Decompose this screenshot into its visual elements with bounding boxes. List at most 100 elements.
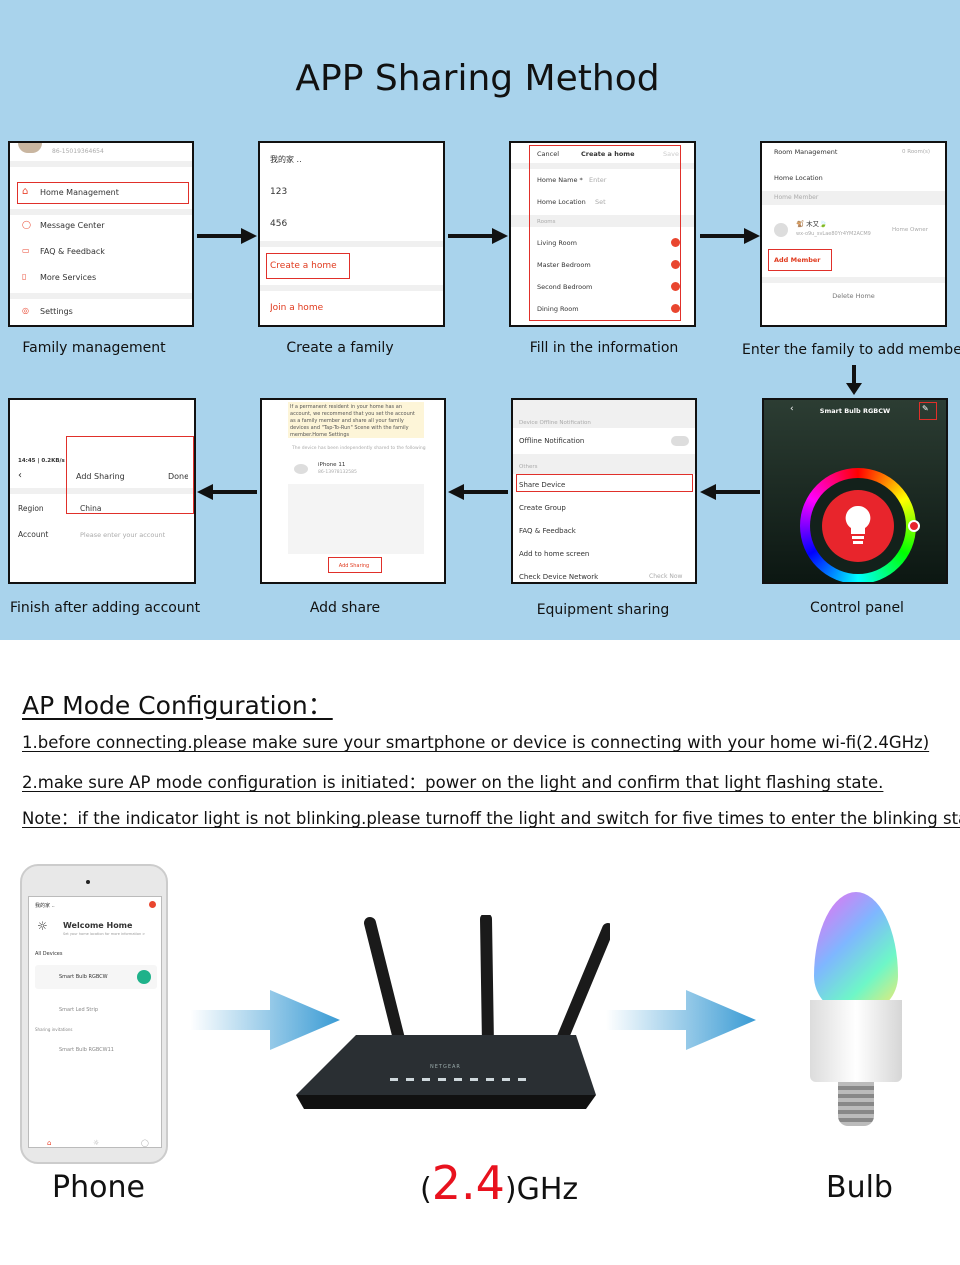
arrow-right-icon [448, 228, 508, 244]
add-icon[interactable] [149, 901, 156, 908]
check-network-item[interactable]: Check Device Network [519, 573, 599, 581]
color-picker-handle[interactable] [908, 520, 920, 532]
rooms-label: Rooms [537, 219, 556, 225]
room-item[interactable]: Master Bedroom [537, 261, 591, 269]
check-icon[interactable] [671, 304, 680, 313]
device-item[interactable]: Smart Bulb RGBCW11 [59, 1047, 114, 1053]
arrow-left-icon [197, 484, 257, 500]
add-sharing-button[interactable]: Add Sharing [338, 563, 370, 569]
member-name: 🐒 木又🍃 [796, 220, 828, 228]
room-management[interactable]: Room Management [774, 148, 838, 156]
screen-equipment-sharing: Device Offline Notification Offline Noti… [511, 398, 697, 584]
save-button[interactable]: Save [663, 150, 679, 158]
ap-instruction-2: 2.make sure AP mode configuration is ini… [22, 773, 884, 792]
signal-arrow-icon [190, 990, 340, 1050]
highlight-box [529, 145, 681, 321]
cancel-button[interactable]: Cancel [537, 150, 560, 158]
home-name[interactable]: 我的家 .. [270, 155, 302, 164]
user-id: 86-13978132585 [318, 470, 357, 475]
device-item[interactable]: Smart Led Strip [59, 1007, 99, 1013]
bulb-illustration [810, 892, 902, 1132]
faq-item[interactable]: FAQ & Feedback [519, 527, 576, 535]
back-icon[interactable]: ‹ [18, 470, 22, 481]
all-devices-tab[interactable]: All Devices [35, 951, 63, 957]
home-item[interactable]: 123 [270, 187, 288, 197]
router-brand: NETGEAR [430, 1064, 461, 1070]
region-select[interactable]: China [80, 504, 102, 513]
sun-icon: ☼ [37, 919, 48, 933]
bookmark-icon: ▯ [22, 272, 27, 281]
avatar [774, 223, 788, 237]
scene-tab-icon[interactable]: ☼ [93, 1139, 100, 1147]
done-button[interactable]: Done [168, 472, 188, 481]
menu-message-center[interactable]: Message Center [40, 221, 105, 230]
highlight-box [328, 557, 382, 573]
menu-more-services[interactable]: More Services [40, 273, 97, 282]
add-home-screen-item[interactable]: Add to home screen [519, 550, 590, 558]
check-icon[interactable] [671, 260, 680, 269]
settings-icon: ◎ [22, 306, 29, 315]
highlight-box [919, 402, 937, 420]
router-icon [296, 915, 610, 1109]
welcome-title: Welcome Home [63, 921, 133, 930]
delete-home-button[interactable]: Delete Home [832, 292, 875, 300]
message-icon: ◯ [22, 220, 31, 229]
power-icon[interactable] [137, 970, 151, 984]
check-icon[interactable] [671, 238, 680, 247]
create-home-button[interactable]: Create a home [270, 261, 337, 271]
screen-header: Add Sharing [76, 472, 125, 481]
bulb-base [838, 1082, 874, 1126]
back-icon[interactable]: ‹ [790, 404, 794, 414]
menu-faq[interactable]: FAQ & Feedback [40, 247, 105, 256]
arrow-left-icon [700, 484, 760, 500]
home-name-input[interactable]: Enter [589, 176, 607, 184]
arrow-left-icon [448, 484, 508, 500]
bulb-icon [845, 505, 871, 544]
share-device-item[interactable]: Share Device [519, 481, 566, 489]
room-item[interactable]: Living Room [537, 239, 577, 247]
caption-family-management: Family management [22, 340, 166, 356]
add-member-button[interactable]: Add Member [774, 256, 821, 264]
home-member-label: Home Member [774, 194, 819, 201]
highlight-box [66, 436, 194, 514]
screen-family-management: 86-15019364654 Home Management ⌂ ◯ Messa… [8, 141, 194, 327]
signal-arrow-icon [606, 990, 756, 1050]
caption-control-panel: Control panel [810, 600, 904, 616]
profile-tab-icon[interactable]: ◯ [141, 1139, 149, 1147]
shared-label: The device has been independently shared… [292, 446, 426, 451]
room-item[interactable]: Second Bedroom [537, 283, 593, 291]
caption-fill-info: Fill in the information [529, 340, 679, 356]
bulb-label: Bulb [826, 1170, 893, 1205]
phone-illustration: 我的家 .. ☼ Welcome Home Set your home loca… [20, 864, 168, 1164]
ap-note: Note：if the indicator light is not blink… [22, 809, 960, 828]
home-location[interactable]: Home Location [774, 174, 823, 182]
frequency-label: (2.4)GHz [420, 1156, 579, 1210]
offline-toggle[interactable] [671, 436, 689, 446]
account-input[interactable]: Please enter your account [80, 531, 166, 539]
home-item[interactable]: 456 [270, 219, 288, 229]
screen-fill-info: Cancel Create a home Save Home Name * En… [509, 141, 696, 327]
home-tab-icon[interactable]: ⌂ [47, 1139, 52, 1147]
welcome-subtitle: Set your home location for more informat… [63, 932, 146, 936]
check-icon[interactable] [671, 282, 680, 291]
region-label: Region [18, 504, 44, 513]
check-now-link[interactable]: Check Now [649, 573, 683, 580]
menu-home-management[interactable]: Home Management [40, 188, 119, 197]
edit-icon[interactable]: ✎ [922, 404, 929, 413]
create-group-item[interactable]: Create Group [519, 504, 566, 512]
device-item: Smart Bulb RGBCW [59, 974, 108, 980]
room-count: 0 Room(s) [902, 149, 931, 155]
avatar [18, 143, 42, 153]
user-avatar [294, 464, 308, 474]
home-location-input[interactable]: Set [595, 198, 606, 206]
caption-create-family: Create a family [286, 340, 394, 356]
home-icon: ⌂ [22, 186, 29, 197]
home-selector[interactable]: 我的家 .. [35, 903, 55, 909]
member-id: wx-o9u_svLae80Yr4YM2ACM9 [796, 231, 871, 237]
menu-settings[interactable]: Settings [40, 307, 73, 316]
account-label: Account [18, 530, 49, 539]
highlight-box [516, 474, 693, 492]
screen-add-share: If a permanent resident in your home has… [260, 398, 446, 584]
room-item[interactable]: Dining Room [537, 305, 579, 313]
join-home-button[interactable]: Join a home [270, 303, 324, 313]
